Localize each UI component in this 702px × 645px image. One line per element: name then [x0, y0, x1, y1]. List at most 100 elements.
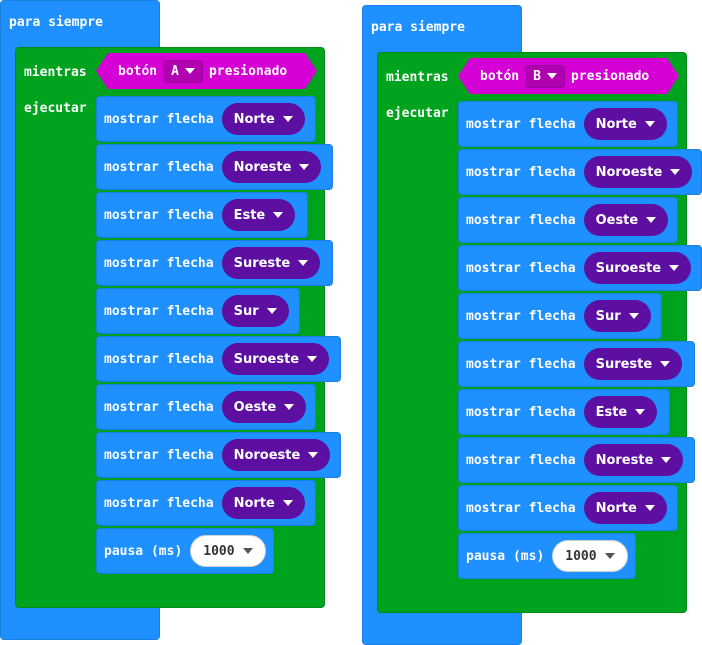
button-dropdown[interactable]: B	[525, 65, 565, 88]
pressed-label: presionado	[208, 63, 288, 79]
show-arrow-label: mostrar flecha	[466, 356, 576, 372]
arrow-dropdown[interactable]: Norte	[583, 492, 667, 524]
show-arrow-block[interactable]: mostrar flecha Suroeste	[96, 336, 341, 382]
chevron-down-icon	[298, 260, 309, 266]
arrow-dropdown[interactable]: Norte	[221, 487, 305, 519]
arrow-dropdown[interactable]: Sur	[221, 295, 289, 327]
chevron-down-icon	[273, 212, 284, 218]
show-arrow-label: mostrar flecha	[466, 116, 576, 132]
chevron-down-icon	[266, 308, 277, 314]
do-label: ejecutar	[386, 106, 449, 121]
chevron-down-icon	[547, 73, 557, 79]
show-arrow-block[interactable]: mostrar flecha Este	[458, 389, 670, 435]
arrow-dropdown[interactable]: Este	[583, 396, 658, 428]
arrow-dropdown[interactable]: Oeste	[583, 204, 669, 236]
button-value: A	[171, 63, 179, 79]
pause-dropdown[interactable]: 1000	[190, 535, 266, 567]
arrow-value: Sur	[233, 303, 259, 319]
arrow-dropdown[interactable]: Norte	[583, 108, 667, 140]
show-arrow-label: mostrar flecha	[466, 164, 576, 180]
chevron-down-icon	[670, 169, 681, 175]
show-arrow-label: mostrar flecha	[466, 452, 576, 468]
show-arrow-block[interactable]: mostrar flecha Sureste	[458, 341, 695, 387]
show-arrow-label: mostrar flecha	[104, 303, 214, 319]
show-arrow-block[interactable]: mostrar flecha Noreste	[458, 437, 695, 483]
while-label: mientras	[24, 65, 87, 80]
chevron-down-icon	[669, 265, 680, 271]
show-arrow-label: mostrar flecha	[104, 255, 214, 271]
arrow-value: Noreste	[595, 452, 654, 468]
show-arrow-block[interactable]: mostrar flecha Norte	[458, 485, 678, 531]
show-arrow-block[interactable]: mostrar flecha Sur	[458, 293, 662, 339]
do-label: ejecutar	[24, 101, 87, 116]
pressed-label: presionado	[570, 68, 650, 84]
show-arrow-block[interactable]: mostrar flecha Norte	[458, 101, 678, 147]
arrow-dropdown[interactable]: Suroeste	[221, 343, 330, 375]
button-pressed-condition[interactable]: botón A presionado	[96, 53, 317, 89]
pause-label: pausa (ms)	[104, 543, 183, 559]
forever-label: para siempre	[371, 20, 465, 35]
chevron-down-icon	[282, 116, 293, 122]
arrow-dropdown[interactable]: Este	[221, 199, 296, 231]
arrow-value: Este	[595, 404, 628, 420]
chevron-down-icon	[242, 548, 253, 554]
arrow-dropdown[interactable]: Noroeste	[221, 439, 331, 471]
arrow-dropdown[interactable]: Noreste	[583, 444, 684, 476]
show-arrow-label: mostrar flecha	[104, 447, 214, 463]
arrow-value: Sur	[595, 308, 621, 324]
show-arrow-block[interactable]: mostrar flecha Norte	[96, 480, 316, 526]
button-value: B	[533, 68, 541, 84]
arrow-value: Sureste	[233, 255, 291, 271]
show-arrow-label: mostrar flecha	[104, 351, 214, 367]
arrow-value: Suroeste	[233, 351, 300, 367]
chevron-down-icon	[299, 164, 310, 170]
arrow-value: Sureste	[595, 356, 653, 372]
arrow-value: Noroeste	[595, 164, 663, 180]
chevron-down-icon	[635, 409, 646, 415]
show-arrow-label: mostrar flecha	[466, 500, 576, 516]
show-arrow-block[interactable]: mostrar flecha Suroeste	[458, 245, 702, 291]
arrow-value: Norte	[595, 116, 637, 132]
show-arrow-block[interactable]: mostrar flecha Noroeste	[96, 432, 341, 478]
pause-value: 1000	[203, 543, 235, 559]
arrow-dropdown[interactable]: Suroeste	[583, 252, 692, 284]
while-label: mientras	[386, 70, 449, 85]
arrow-dropdown[interactable]: Sureste	[221, 247, 321, 279]
pause-label: pausa (ms)	[466, 548, 545, 564]
arrow-dropdown[interactable]: Sur	[583, 300, 651, 332]
chevron-down-icon	[604, 553, 615, 559]
show-arrow-block[interactable]: mostrar flecha Norte	[96, 96, 316, 142]
arrow-value: Suroeste	[595, 260, 662, 276]
button-dropdown[interactable]: A	[163, 60, 203, 83]
show-arrow-label: mostrar flecha	[104, 159, 214, 175]
pause-value: 1000	[565, 548, 597, 564]
show-arrow-label: mostrar flecha	[466, 308, 576, 324]
pause-block[interactable]: pausa (ms) 1000	[458, 533, 636, 579]
chevron-down-icon	[308, 452, 319, 458]
show-arrow-block[interactable]: mostrar flecha Este	[96, 192, 308, 238]
chevron-down-icon	[644, 505, 655, 511]
arrow-value: Noreste	[233, 159, 292, 175]
show-arrow-block[interactable]: mostrar flecha Sur	[96, 288, 300, 334]
show-arrow-label: mostrar flecha	[466, 212, 576, 228]
show-arrow-block[interactable]: mostrar flecha Noroeste	[458, 149, 702, 195]
chevron-down-icon	[284, 404, 295, 410]
arrow-dropdown[interactable]: Oeste	[221, 391, 307, 423]
arrow-dropdown[interactable]: Sureste	[583, 348, 683, 380]
chevron-down-icon	[628, 313, 639, 319]
arrow-value: Oeste	[233, 399, 277, 415]
arrow-value: Noroeste	[233, 447, 301, 463]
show-arrow-label: mostrar flecha	[104, 399, 214, 415]
show-arrow-block[interactable]: mostrar flecha Oeste	[458, 197, 678, 243]
pause-block[interactable]: pausa (ms) 1000	[96, 528, 274, 574]
arrow-dropdown[interactable]: Noroeste	[583, 156, 693, 188]
show-arrow-block[interactable]: mostrar flecha Oeste	[96, 384, 316, 430]
arrow-dropdown[interactable]: Noreste	[221, 151, 322, 183]
show-arrow-block[interactable]: mostrar flecha Noreste	[96, 144, 333, 190]
show-arrow-label: mostrar flecha	[466, 260, 576, 276]
button-pressed-condition[interactable]: botón B presionado	[458, 58, 679, 94]
arrow-dropdown[interactable]: Norte	[221, 103, 305, 135]
pause-dropdown[interactable]: 1000	[552, 540, 628, 572]
show-arrow-label: mostrar flecha	[104, 495, 214, 511]
show-arrow-block[interactable]: mostrar flecha Sureste	[96, 240, 333, 286]
